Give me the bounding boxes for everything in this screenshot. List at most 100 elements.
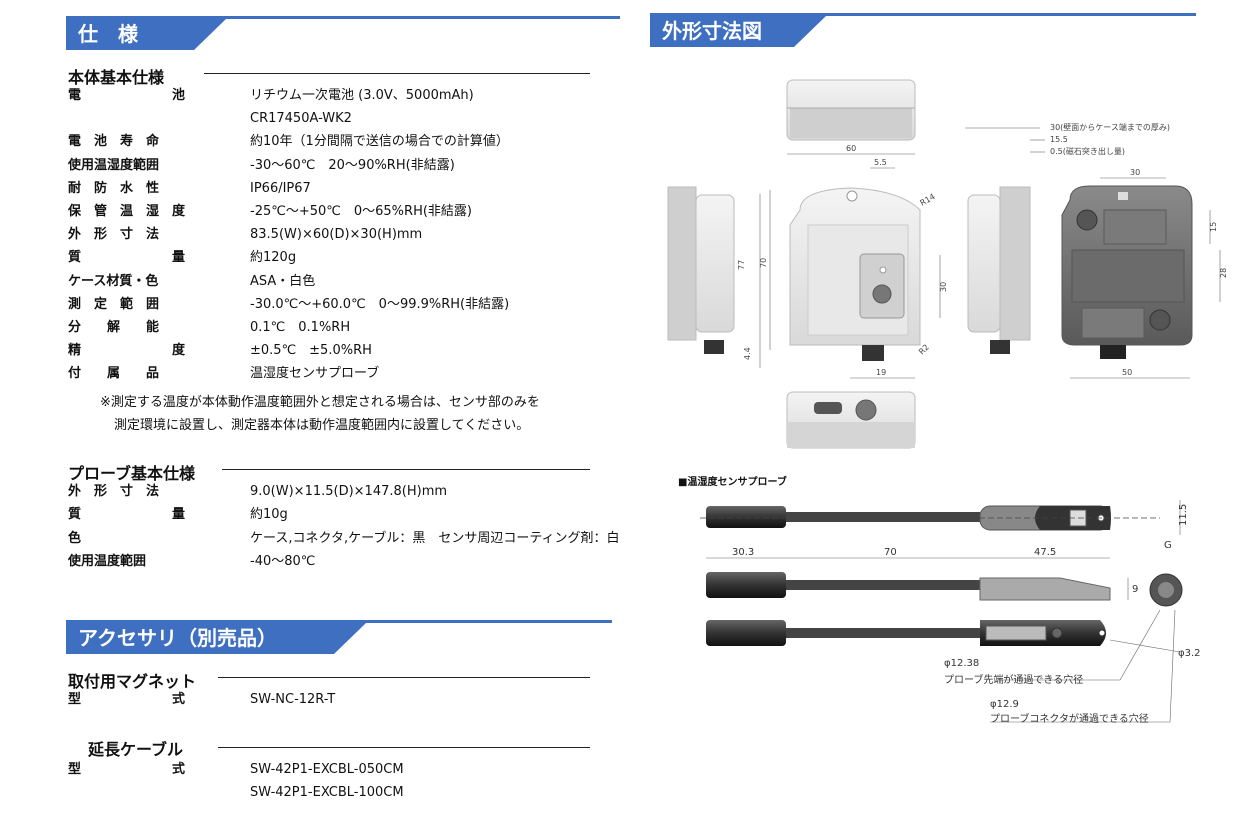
probe-dim-9: 9 bbox=[1132, 584, 1138, 595]
probe-dim-30-3: 30.3 bbox=[732, 547, 754, 558]
dim-19: 19 bbox=[876, 368, 886, 377]
dim-5-5: 5.5 bbox=[874, 158, 887, 167]
dim-15-5: 15.5 bbox=[1050, 135, 1068, 144]
accessory-banner: アクセサリ（別売品） bbox=[66, 620, 612, 654]
spec-value: ケース,コネクタ,ケーブル：黒 センサ周辺コーティング剤：白 bbox=[250, 530, 620, 546]
drawing-banner: 外形寸法図 bbox=[650, 13, 1196, 47]
probe-dim-11-5: 11.5 bbox=[1178, 504, 1189, 526]
spec-row: 電 池 寿 命 約10年（1分間隔で送信の場合での計算値） bbox=[68, 131, 598, 153]
spec-value: 0.1℃ 0.1%RH bbox=[250, 320, 351, 335]
dim-30-wall: 30(壁面からケース端までの厚み) bbox=[1050, 122, 1170, 132]
spec-note-line2: 測定環境に設置し、測定器本体は動作温度範囲内に設置してください。 bbox=[114, 418, 530, 433]
top-view bbox=[786, 79, 916, 141]
spec-row: 使用温湿度範囲 -30〜60℃ 20〜90%RH(非結露) bbox=[68, 155, 598, 177]
cable-rule bbox=[218, 747, 590, 748]
dim-50: 50 bbox=[1122, 368, 1132, 377]
spec-label: 電 池 寿 命 bbox=[68, 134, 160, 150]
spec-label: 耐 防 水 性 bbox=[68, 180, 160, 196]
probe-dim-47-5: 47.5 bbox=[1034, 547, 1056, 558]
magnet-row: 型 式 SW-NC-12R-T bbox=[68, 689, 588, 711]
accessory-title: アクセサリ（別売品） bbox=[66, 623, 366, 654]
magnet-heading: 取付用マグネット bbox=[68, 672, 197, 691]
spec-value: 温湿度センサプローブ bbox=[250, 366, 380, 382]
dim-0-5: 0.5(磁石突き出し量) bbox=[1050, 146, 1125, 156]
spec-value: 約10年（1分間隔で送信の場合での計算値） bbox=[250, 134, 509, 150]
probe-dim-70: 70 bbox=[884, 547, 897, 558]
cable-label: 型 式 bbox=[68, 762, 186, 777]
magnet-rule bbox=[218, 677, 590, 678]
right-side-view: 30(壁面からケース端までの厚み) 15.5 0.5(磁石突き出し量) bbox=[965, 122, 1170, 354]
probe-dim-phi12-9: φ12.9 bbox=[990, 699, 1019, 710]
probe-hole1-label: プローブ先端が通過できる穴径 bbox=[944, 673, 1083, 686]
probe-spec-heading: プローブ基本仕様 bbox=[68, 464, 196, 483]
cable-value-1: SW-42P1-EXCBL-050CM bbox=[250, 762, 404, 777]
main-spec-heading: 本体基本仕様 bbox=[68, 68, 165, 87]
cable-row-2: SW-42P1-EXCBL-100CM bbox=[68, 782, 588, 804]
probe-drawing-title: ■温湿度センサプローブ bbox=[678, 477, 787, 488]
probe-spec-rule bbox=[222, 469, 590, 470]
spec-value: -40〜80℃ bbox=[250, 553, 316, 569]
dim-70: 70 bbox=[759, 258, 768, 268]
spec-row: 測 定 範 囲 -30.0℃〜+60.0℃ 0〜99.9%RH(非結露) bbox=[68, 294, 598, 316]
probe-side-view: 11.5 G 30.3 70 47.5 bbox=[700, 500, 1189, 559]
spec-value: IP66/IP67 bbox=[250, 180, 311, 196]
drawing-title: 外形寸法図 bbox=[650, 16, 826, 47]
spec-value: ASA・白色 bbox=[250, 273, 316, 289]
spec-label: 測 定 範 囲 bbox=[68, 296, 160, 312]
spec-note-line1: ※測定する温度が本体動作温度範囲外と想定される場合は、センサ部のみを bbox=[100, 395, 540, 410]
spec-row: 使用温度範囲 -40〜80℃ bbox=[68, 551, 598, 573]
cable-heading: 延長ケーブル bbox=[88, 740, 184, 759]
dim-30-back: 30 bbox=[1130, 168, 1140, 177]
spec-row: 耐 防 水 性 IP66/IP67 bbox=[68, 178, 598, 200]
spec-label: ケース材質・色 bbox=[68, 273, 159, 289]
probe-bottom-view: φ3.2 φ12.38 プローブ先端が通過できる穴径 φ12.9 プローブコネク… bbox=[706, 609, 1201, 725]
dim-30-front: 30 bbox=[939, 282, 948, 292]
spec-row: 保 管 温 湿 度 -25℃〜+50℃ 0〜65%RH(非結露) bbox=[68, 201, 598, 223]
spec-row: 外 形 寸 法 83.5(W)×60(D)×30(H)mm bbox=[68, 224, 598, 246]
spec-label: 電 池 bbox=[68, 88, 186, 103]
spec-banner: 仕 様 bbox=[66, 16, 620, 50]
dim-r14: R14 bbox=[919, 192, 937, 208]
dim-28: 28 bbox=[1219, 268, 1228, 278]
spec-label: 分 解 能 bbox=[68, 320, 160, 335]
spec-label: 保 管 温 湿 度 bbox=[68, 204, 186, 219]
probe-dim-phi3-2: φ3.2 bbox=[1178, 648, 1201, 659]
spec-value: ±0.5℃ ±5.0%RH bbox=[250, 343, 372, 359]
spec-label: 質 量 bbox=[68, 507, 186, 523]
spec-row: ケース材質・色 ASA・白色 bbox=[68, 271, 598, 293]
magnet-label: 型 式 bbox=[68, 692, 186, 707]
dim-77: 77 bbox=[737, 260, 746, 270]
cable-row-1: 型 式 SW-42P1-EXCBL-050CM bbox=[68, 759, 588, 781]
dim-4-4: 4.4 bbox=[743, 347, 752, 360]
spec-row: 付 属 品温湿度センサプローブ bbox=[68, 363, 598, 385]
left-side-view bbox=[667, 186, 735, 354]
back-view: 30 15 28 50 bbox=[1061, 168, 1228, 379]
probe-dim-phi12-38: φ12.38 bbox=[944, 658, 979, 669]
spec-row: 色 ケース,コネクタ,ケーブル：黒 センサ周辺コーティング剤：白 bbox=[68, 528, 620, 550]
spec-row: 精 度 ±0.5℃ ±5.0%RH bbox=[68, 340, 598, 362]
spec-label: 精 度 bbox=[68, 343, 186, 359]
front-view: 60 5.5 R14 77 70 30 4.4 R2 19 bbox=[737, 144, 948, 379]
spec-label: 外 形 寸 法 bbox=[68, 227, 160, 243]
cable-value-2: SW-42P1-EXCBL-100CM bbox=[250, 785, 404, 800]
dim-15: 15 bbox=[1209, 222, 1218, 232]
spec-row: 分 解 能 0.1℃ 0.1%RH bbox=[68, 317, 598, 339]
probe-dim-g: G bbox=[1164, 540, 1172, 551]
spec-value: -25℃〜+50℃ 0〜65%RH(非結露) bbox=[250, 204, 472, 219]
spec-label: 外 形 寸 法 bbox=[68, 484, 160, 499]
dim-60: 60 bbox=[846, 144, 856, 153]
spec-value: -30〜60℃ 20〜90%RH(非結露) bbox=[250, 157, 455, 173]
spec-label: 色 bbox=[68, 530, 82, 546]
main-spec-rule bbox=[204, 73, 590, 74]
spec-value: 83.5(W)×60(D)×30(H)mm bbox=[250, 227, 423, 243]
spec-value: -30.0℃〜+60.0℃ 0〜99.9%RH(非結露) bbox=[250, 296, 510, 312]
spec-value: 約10g bbox=[250, 507, 288, 523]
spec-label: 使用温度範囲 bbox=[68, 553, 147, 569]
spec-row: 質 量約120g bbox=[68, 247, 598, 269]
spec-value: 約120g bbox=[250, 250, 297, 266]
probe-top-view: 9 bbox=[706, 572, 1183, 607]
spec-label: 使用温湿度範囲 bbox=[68, 157, 160, 173]
probe-hole2-label: プローブコネクタが通過できる穴径 bbox=[990, 712, 1149, 725]
